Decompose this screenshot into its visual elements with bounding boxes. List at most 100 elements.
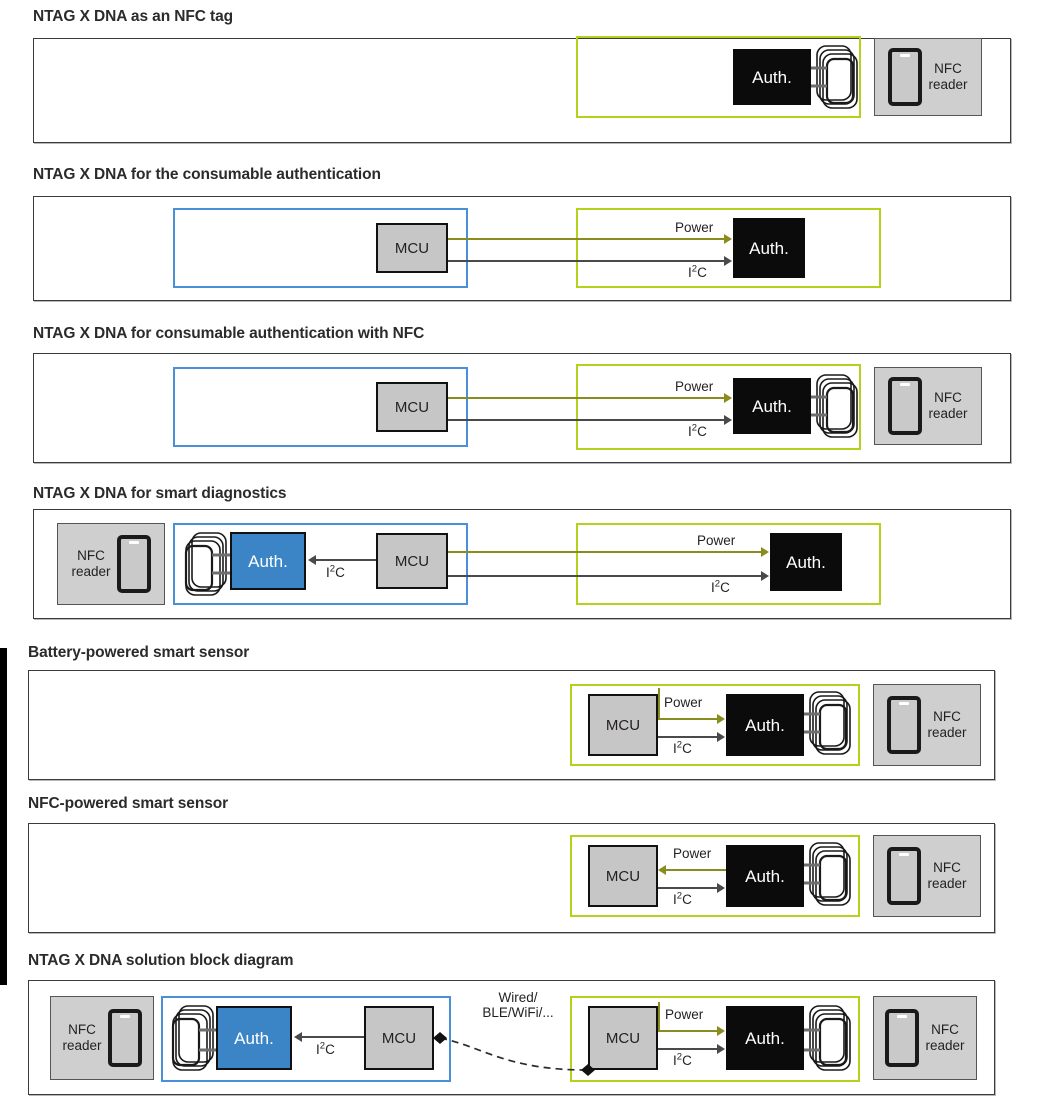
phone-icon: [888, 377, 923, 435]
block-auth-blue[interactable]: Auth.: [230, 532, 306, 590]
i2c-line: [316, 559, 376, 561]
nfc-reader-label: NFC reader: [62, 1022, 102, 1053]
i2c-label: I2C: [316, 1040, 335, 1057]
power-arrow: [717, 1026, 725, 1036]
i2c-label: I2C: [673, 739, 692, 756]
i2c-label: I2C: [673, 1051, 692, 1068]
green-group-frame: [576, 364, 861, 450]
block-mcu[interactable]: MCU: [376, 382, 448, 432]
nfc-antenna-icon: [167, 1002, 219, 1076]
block-label: MCU: [605, 1029, 641, 1047]
nfc-reader-card[interactable]: NFC reader: [873, 835, 981, 917]
block-label: MCU: [394, 239, 430, 257]
blue-group-frame: [161, 996, 451, 1082]
section-title: NFC-powered smart sensor: [28, 795, 229, 812]
block-auth-black[interactable]: Auth.: [733, 378, 811, 434]
phone-icon: [116, 535, 151, 593]
section-frame: [33, 353, 1011, 463]
block-label: Auth.: [745, 1028, 785, 1048]
i2c-arrow: [724, 256, 732, 266]
block-auth-blue[interactable]: Auth.: [216, 1006, 292, 1070]
green-group-frame: [576, 208, 881, 288]
i2c-line: [658, 736, 718, 738]
block-auth-black[interactable]: Auth.: [733, 49, 811, 105]
phone-icon: [888, 48, 923, 106]
nfc-reader-card[interactable]: NFC reader: [50, 996, 154, 1080]
left-change-bar: [0, 648, 7, 985]
block-mcu[interactable]: MCU: [588, 694, 658, 756]
power-line: [448, 397, 725, 399]
power-line: [666, 869, 726, 871]
i2c-line: [448, 260, 725, 262]
power-line-horizontal: [658, 1030, 718, 1032]
nfc-reader-label: NFC reader: [71, 548, 111, 579]
phone-icon: [887, 696, 922, 754]
nfc-antenna-icon: [811, 42, 863, 114]
section-title: NTAG X DNA for smart diagnostics: [33, 485, 287, 502]
i2c-arrow: [294, 1032, 302, 1042]
section-frame: [33, 38, 1011, 143]
nfc-reader-card[interactable]: NFC reader: [874, 38, 982, 116]
power-label: Power: [675, 220, 714, 235]
nfc-antenna-icon: [804, 1002, 856, 1076]
block-mcu[interactable]: MCU: [376, 533, 448, 589]
power-arrow: [658, 865, 666, 875]
nfc-reader-card[interactable]: NFC reader: [873, 684, 981, 766]
blue-group-frame: [173, 523, 468, 605]
power-arrow: [724, 393, 732, 403]
i2c-label: I2C: [326, 563, 345, 580]
power-line: [448, 238, 725, 240]
i2c-arrow: [761, 571, 769, 581]
block-mcu-left[interactable]: MCU: [364, 1006, 434, 1070]
power-arrow: [724, 234, 732, 244]
nfc-reader-card[interactable]: NFC reader: [873, 996, 977, 1080]
power-label: Power: [697, 533, 736, 548]
block-auth-black[interactable]: Auth.: [770, 533, 842, 591]
block-auth-black[interactable]: Auth.: [726, 845, 804, 907]
section-smart-diagnostics: NTAG X DNA for smart diagnostics NFC rea…: [33, 485, 1023, 630]
nfc-reader-card[interactable]: NFC reader: [874, 367, 982, 445]
block-label: Auth.: [745, 715, 785, 735]
block-auth-black[interactable]: Auth.: [726, 1006, 804, 1070]
phone-icon: [885, 1009, 920, 1067]
green-group-frame: [576, 36, 861, 118]
block-label: MCU: [605, 867, 641, 885]
section-title: Battery-powered smart sensor: [28, 644, 250, 661]
block-mcu[interactable]: MCU: [588, 845, 658, 907]
power-line-vertical: [658, 1002, 660, 1030]
power-arrow: [761, 547, 769, 557]
nfc-reader-label: NFC reader: [925, 1022, 965, 1053]
phone-icon: [107, 1009, 142, 1067]
power-label: Power: [675, 379, 714, 394]
i2c-arrow: [717, 732, 725, 742]
wired-link: [433, 1032, 595, 1076]
block-auth-black[interactable]: Auth.: [733, 218, 805, 278]
block-label: Auth.: [745, 866, 785, 886]
green-group-frame: [576, 523, 881, 605]
section-title: NTAG X DNA solution block diagram: [28, 952, 294, 969]
i2c-label: I2C: [673, 890, 692, 907]
block-auth-black[interactable]: Auth.: [726, 694, 804, 756]
nfc-reader-card[interactable]: NFC reader: [57, 523, 165, 605]
green-group-frame: [570, 996, 860, 1082]
power-label: Power: [673, 846, 712, 861]
i2c-line: [448, 575, 762, 577]
block-label: Auth.: [786, 552, 826, 572]
section-nfc-powered-sensor: NFC-powered smart sensor MCU Auth. NFC r…: [28, 795, 1023, 940]
block-label: Auth.: [752, 396, 792, 416]
section-solution-block-diagram: NTAG X DNA solution block diagram NFC re…: [28, 952, 1023, 1112]
section-nfc-tag: NTAG X DNA as an NFC tag Auth. NFC reade…: [33, 8, 1023, 148]
power-line: [448, 551, 762, 553]
green-group-frame: [570, 684, 860, 766]
i2c-label: I2C: [688, 422, 707, 439]
block-mcu[interactable]: MCU: [376, 223, 448, 273]
i2c-arrow: [717, 1044, 725, 1054]
block-label: Auth.: [752, 67, 792, 87]
nfc-reader-label: NFC reader: [927, 860, 967, 891]
green-group-frame: [570, 835, 860, 917]
section-battery-powered-sensor: Battery-powered smart sensor MCU Auth. N…: [28, 644, 1023, 789]
block-mcu-right[interactable]: MCU: [588, 1006, 658, 1070]
i2c-line: [302, 1036, 364, 1038]
section-title: NTAG X DNA for the consumable authentica…: [33, 166, 381, 183]
power-line-horizontal: [658, 718, 718, 720]
